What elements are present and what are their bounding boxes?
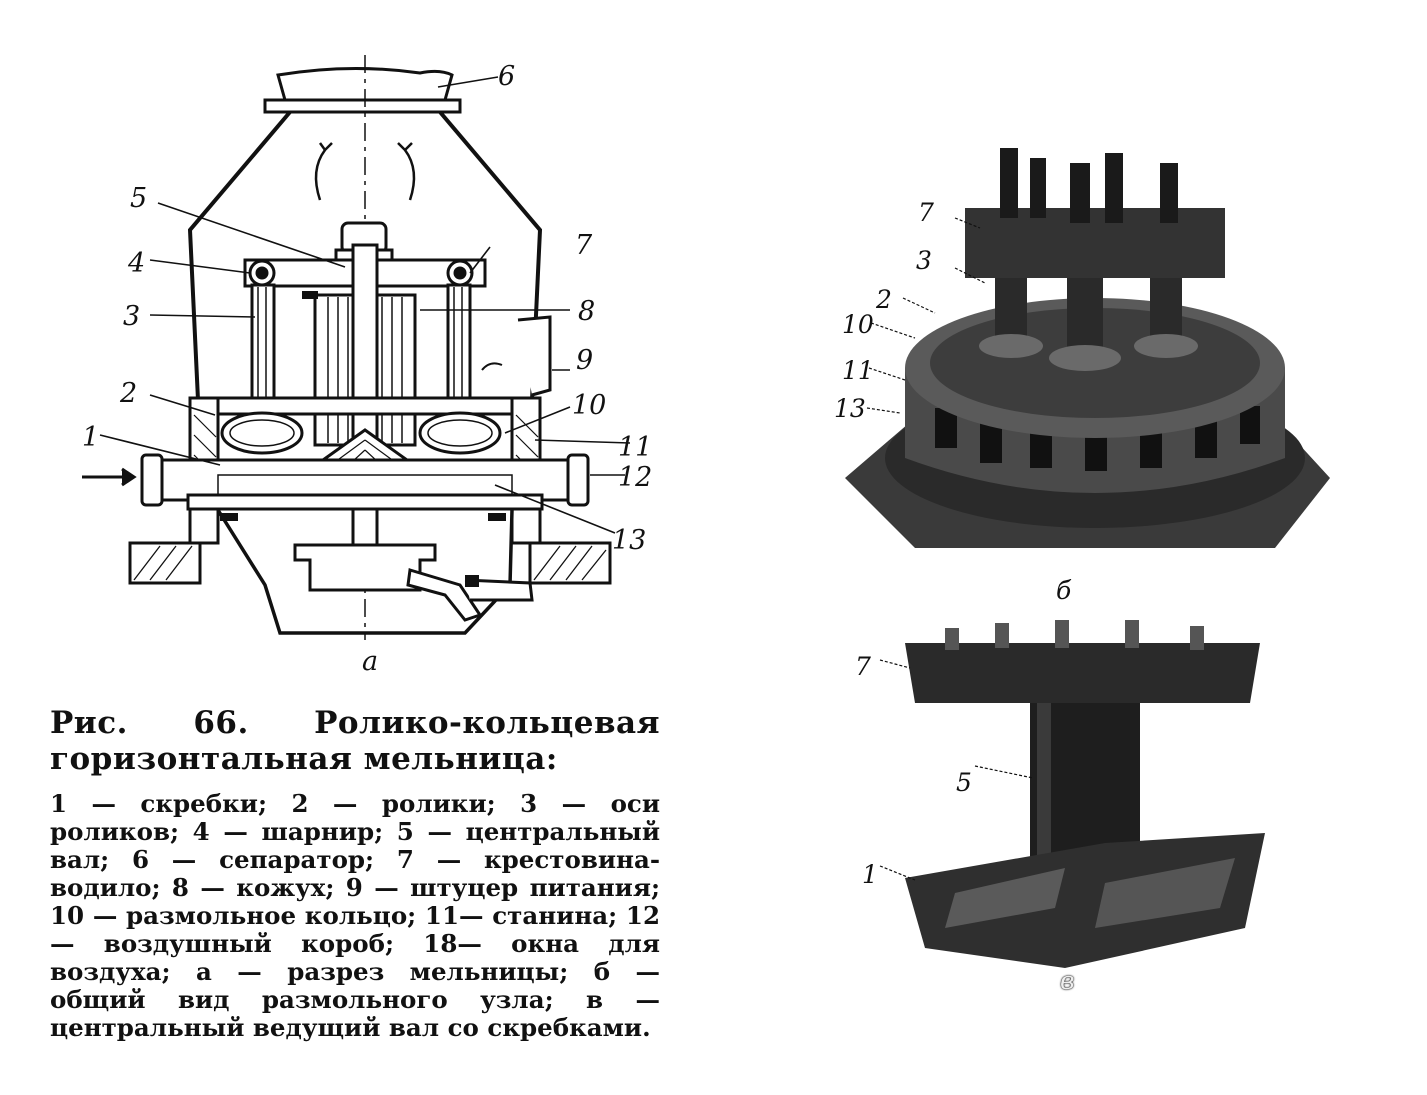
photo-top-callout-13: 13 — [834, 394, 866, 423]
photo-top-callout-11: 11 — [842, 356, 874, 385]
drawing-callout-1: 1 — [82, 422, 100, 453]
photo-top-part-label-b: б — [1056, 576, 1072, 605]
photo-bottom-callout-7: 7 — [855, 652, 871, 681]
figure-caption-legend-text: 1 — скребки; 2 — ролики; 3 — оси роликов… — [50, 789, 660, 1042]
drawing-callout-7: 7 — [575, 230, 593, 261]
drawing-callout-12: 12 — [618, 462, 653, 493]
drawing-callout-4: 4 — [128, 248, 146, 279]
grinding-unit-photo — [805, 118, 1359, 588]
drawing-callout-8: 8 — [578, 296, 596, 327]
photo-bottom-part-label-v: в — [1060, 966, 1075, 995]
photo-top-callout-3: 3 — [916, 246, 932, 275]
figure-caption-title: Рис. 66. Ролико-кольцевая горизонтальная… — [50, 705, 660, 777]
photo-bottom-callout-1: 1 — [862, 860, 878, 889]
photo-bottom-callout-5: 5 — [956, 768, 972, 797]
photo-top-callout-7: 7 — [918, 198, 934, 227]
mill-cross-section-drawing — [70, 55, 690, 679]
drawing-callout-5: 5 — [130, 183, 148, 214]
drawing-callout-11: 11 — [618, 432, 653, 463]
drawing-callout-13: 13 — [612, 525, 647, 556]
figure-caption-legend: 1 — скребки; 2 — ролики; 3 — оси роликов… — [50, 790, 660, 1042]
mill-drawing-svg — [82, 55, 631, 640]
drawing-callout-9: 9 — [576, 345, 594, 376]
photo-top-callout-10: 10 — [842, 310, 874, 339]
drawing-callout-10: 10 — [572, 390, 607, 421]
drawing-callout-6: 6 — [498, 61, 516, 92]
central-shaft-photo — [805, 598, 1359, 992]
drawing-callout-3: 3 — [123, 301, 141, 332]
photo-top-callout-2: 2 — [876, 285, 892, 314]
drawing-callout-2: 2 — [120, 378, 138, 409]
photographs-panel — [805, 118, 1359, 992]
drawing-part-label-a: а — [362, 646, 379, 677]
